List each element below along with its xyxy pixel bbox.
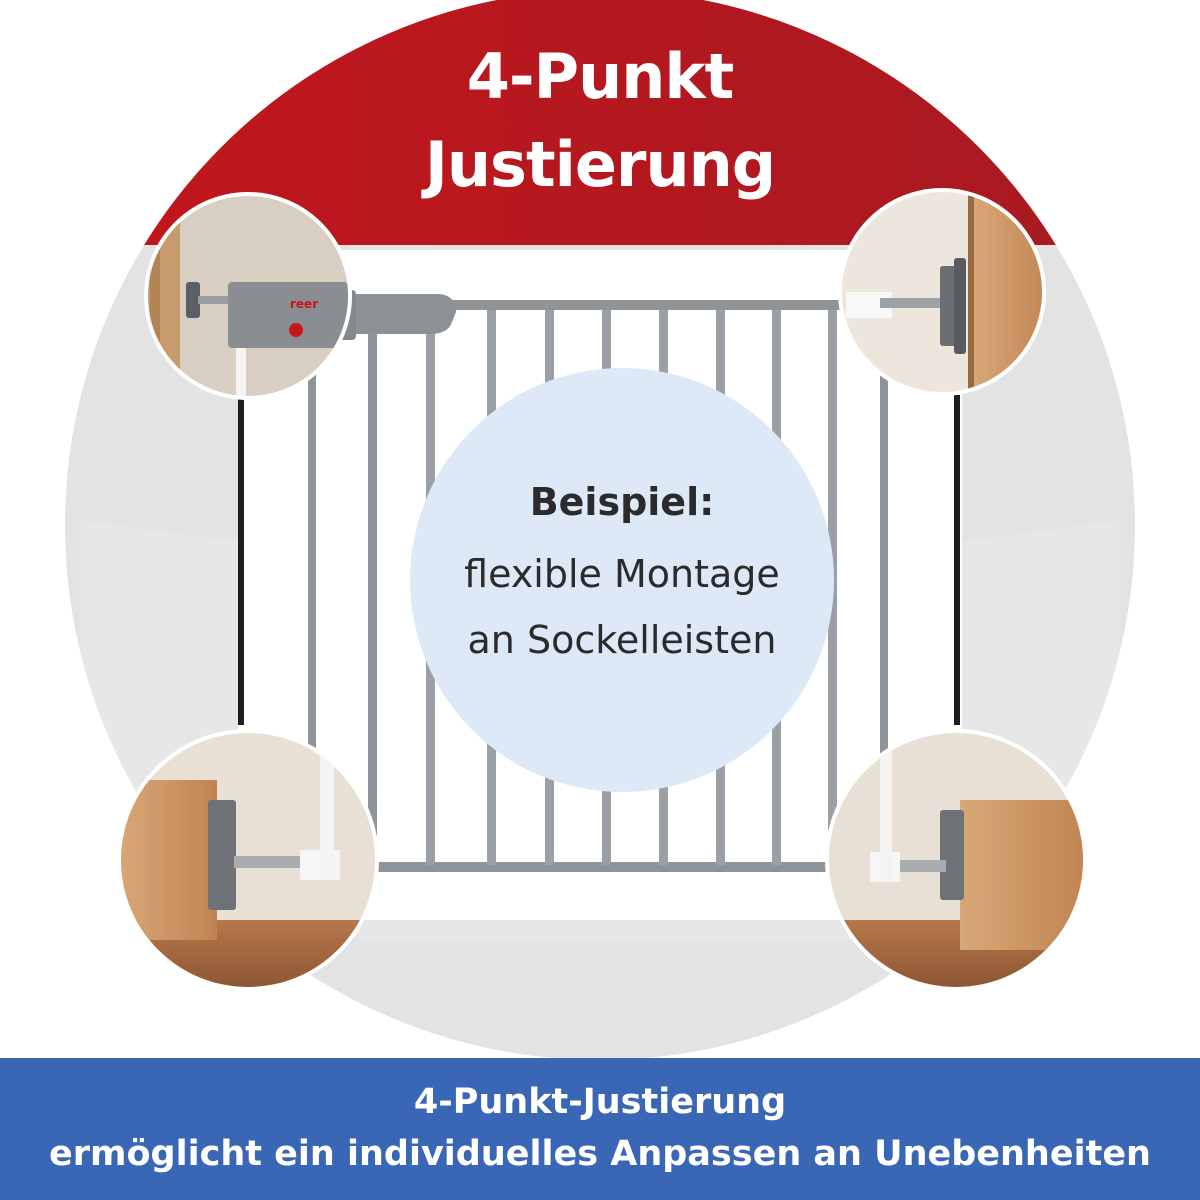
center-badge: [410, 368, 834, 792]
detail-bottom-right: [825, 729, 1087, 991]
center-line-2: an Sockelleisten: [467, 618, 777, 662]
reer-logo: reer: [290, 297, 318, 311]
center-line-1: flexible Montage: [464, 552, 780, 596]
bottom-banner: [0, 1058, 1200, 1200]
detail-bottom-left: [117, 729, 379, 991]
center-title: Beispiel:: [529, 480, 715, 524]
headline-line-1: 4-Punkt: [466, 40, 734, 113]
detail-top-left: reer: [144, 192, 352, 400]
banner-line-2: ermöglicht ein individuelles Anpassen an…: [49, 1134, 1151, 1174]
headline-line-2: Justierung: [424, 128, 776, 201]
banner-line-1: 4-Punkt-Justierung: [413, 1082, 787, 1122]
detail-top-right: [838, 188, 1046, 396]
